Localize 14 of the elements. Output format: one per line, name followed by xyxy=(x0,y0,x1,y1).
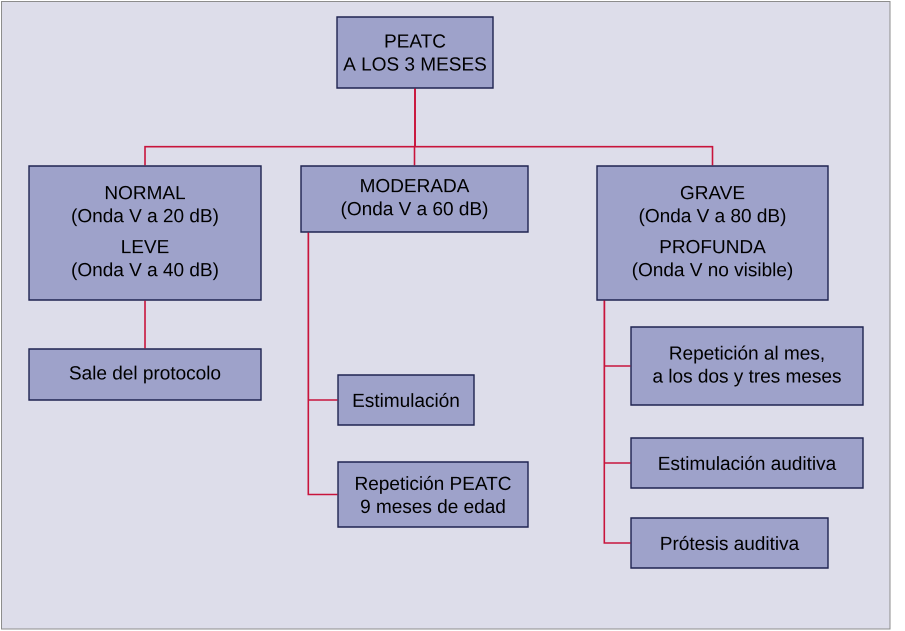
process-box: Repetición PEATC 9 meses de edad xyxy=(337,461,529,528)
connector-line xyxy=(414,88,714,166)
process-box: Sale del protocolo xyxy=(28,348,262,401)
process-box: PEATC A LOS 3 MESES xyxy=(336,16,494,89)
process-box: Estimulación xyxy=(337,374,475,426)
connector-line xyxy=(308,232,338,496)
connector-line xyxy=(604,300,630,544)
process-box: GRAVE (Onda V a 80 dB) PROFUNDA (Onda V no visible) xyxy=(596,165,829,301)
process-box: MODERADA (Onda V a 60 dB) xyxy=(300,165,529,233)
process-box: NORMAL (Onda V a 20 dB) LEVE (Onda V a 40 dB) xyxy=(28,165,262,301)
connector-line xyxy=(144,300,146,348)
process-box: Repetición al mes, a los dos y tres meses xyxy=(630,326,864,406)
process-box: Prótesis auditiva xyxy=(630,517,829,569)
process-box: Estimulación auditiva xyxy=(630,437,864,489)
